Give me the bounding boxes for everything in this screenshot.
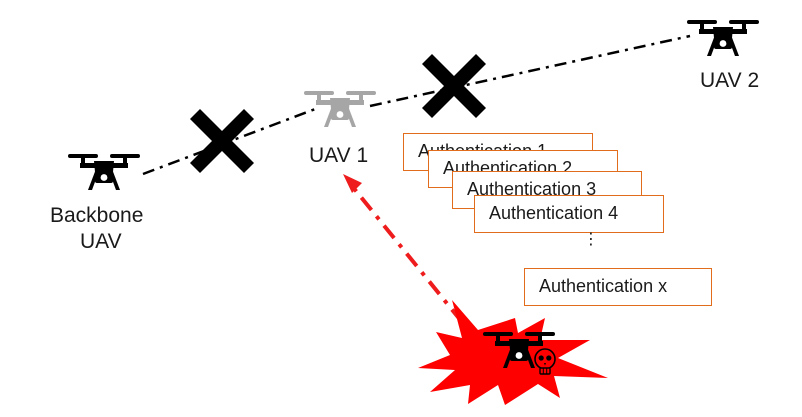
authentication-box-x: Authentication x <box>524 268 712 306</box>
backbone-uav-label-line1: Backbone <box>50 204 144 227</box>
link-uav1-uav2 <box>369 34 691 108</box>
skull-icon <box>534 348 556 375</box>
cross-icon <box>190 109 254 173</box>
uav1-label: UAV 1 <box>309 144 369 167</box>
authentication-box-4: Authentication 4 <box>474 195 664 233</box>
uav1-drone-icon <box>304 91 376 127</box>
backbone-uav-drone-icon <box>68 154 140 190</box>
ellipsis: ⋮ <box>583 231 599 248</box>
attack-link <box>350 184 464 324</box>
cross-icon <box>422 54 486 118</box>
uav2-label: UAV 2 <box>700 69 760 92</box>
attack-arrowhead <box>343 174 362 193</box>
backbone-uav-label-line2: UAV <box>80 230 122 253</box>
backbone-uav-label: Backbone UAV <box>50 203 160 255</box>
link-backbone-uav1 <box>142 106 319 176</box>
uav2-drone-icon <box>687 20 759 56</box>
